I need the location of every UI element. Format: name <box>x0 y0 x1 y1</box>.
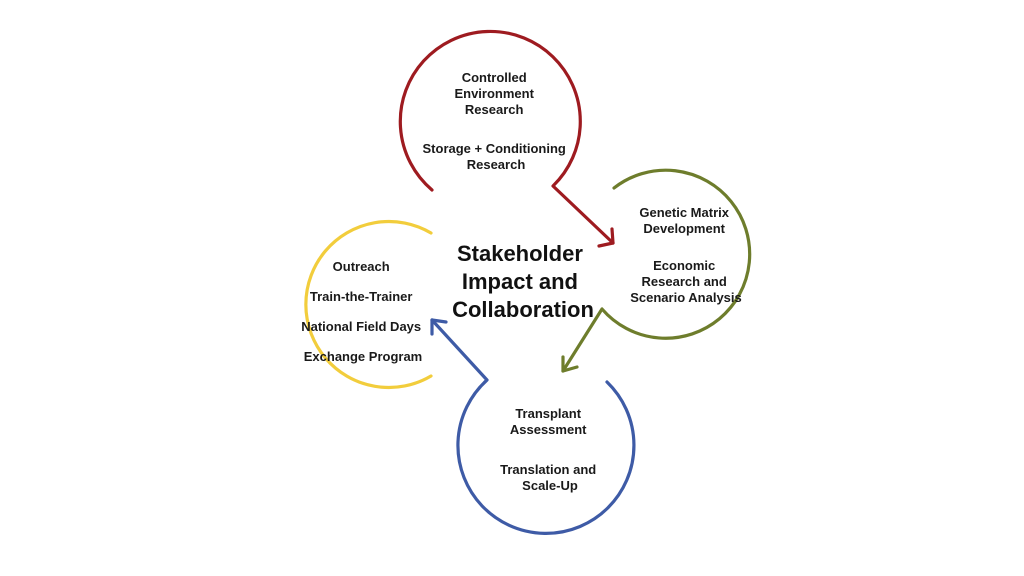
node-right: Genetic Matrix Development Economic Rese… <box>561 168 752 373</box>
bottom-line-1: Transplant <box>515 406 581 421</box>
right-line-5: Scenario Analysis <box>630 290 742 305</box>
right-arrowhead-icon <box>561 355 579 373</box>
left-line-3: National Field Days <box>301 319 421 334</box>
node-top: Controlled Environment Research Storage … <box>398 29 615 248</box>
top-arc <box>398 29 615 245</box>
top-node-text: Controlled Environment Research Storage … <box>423 70 570 172</box>
top-arrowhead-icon <box>597 227 615 248</box>
right-arc <box>561 168 752 373</box>
center-title: Stakeholder Impact and Collaboration <box>452 241 594 322</box>
top-line-3: Research <box>465 102 524 117</box>
left-line-4: Exchange Program <box>304 349 423 364</box>
bottom-line-2: Assessment <box>510 422 587 437</box>
left-arc <box>304 219 433 390</box>
center-line-3: Collaboration <box>452 297 594 322</box>
right-line-4: Research and <box>642 274 727 289</box>
top-line-2: Environment <box>454 86 534 101</box>
right-line-3: Economic <box>653 258 715 273</box>
bottom-arrowhead-icon <box>430 318 448 336</box>
left-node-text: Outreach Train-the-Trainer National Fiel… <box>301 259 425 364</box>
node-left: Outreach Train-the-Trainer National Fiel… <box>301 219 433 390</box>
left-line-2: Train-the-Trainer <box>310 289 413 304</box>
bottom-arc <box>430 318 636 535</box>
center-line-1: Stakeholder <box>457 241 583 266</box>
right-node-text: Genetic Matrix Development Economic Rese… <box>630 205 742 305</box>
center-line-2: Impact and <box>462 269 578 294</box>
bottom-line-4: Scale-Up <box>522 478 578 493</box>
top-line-4: Storage + Conditioning <box>423 141 566 156</box>
right-line-2: Development <box>643 221 725 236</box>
right-line-1: Genetic Matrix <box>639 205 729 220</box>
top-line-5: Research <box>467 157 526 172</box>
node-bottom: Transplant Assessment Translation and Sc… <box>430 318 636 535</box>
bottom-line-3: Translation and <box>500 462 596 477</box>
top-line-1: Controlled <box>462 70 527 85</box>
left-line-1: Outreach <box>333 259 390 274</box>
bottom-node-text: Transplant Assessment Translation and Sc… <box>500 406 600 493</box>
